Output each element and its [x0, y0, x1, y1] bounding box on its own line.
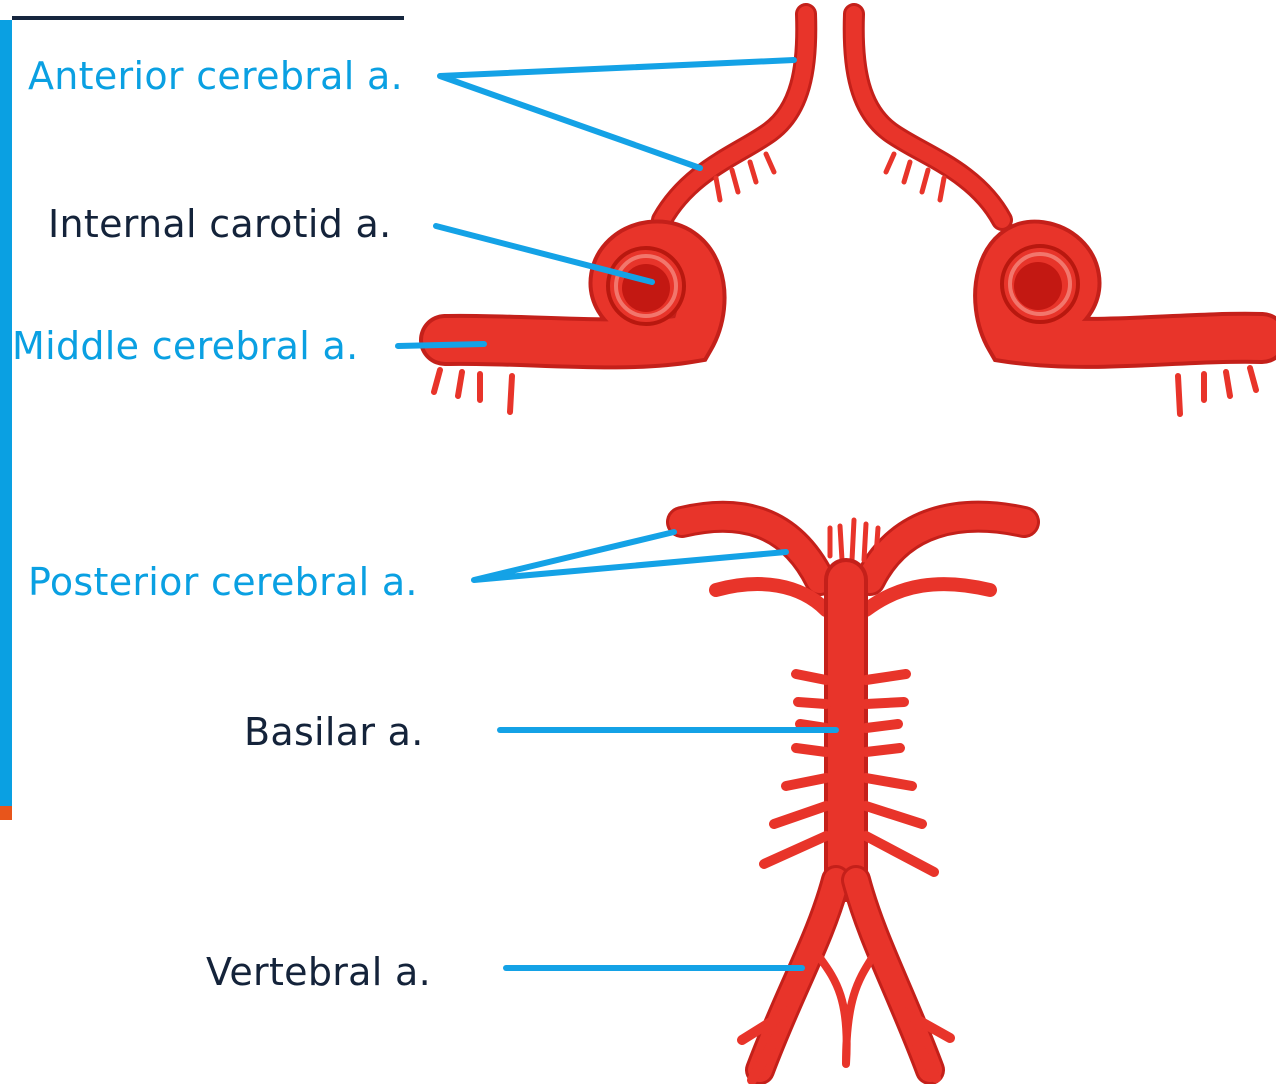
label-posterior-cerebral: Posterior cerebral a.: [28, 560, 418, 604]
right-anterior-cerebral-artery: [854, 14, 1002, 220]
middle-cerebral-leader: [398, 344, 484, 346]
label-vertebral: Vertebral a.: [206, 950, 431, 994]
vertebral-arteries: [742, 880, 950, 1080]
label-internal-carotid: Internal carotid a.: [48, 202, 391, 246]
posterior-cerebral-leader: [474, 532, 786, 580]
label-middle-cerebral: Middle cerebral a.: [12, 324, 358, 368]
label-anterior-cerebral: Anterior cerebral a.: [28, 54, 403, 98]
label-basilar: Basilar a.: [244, 710, 424, 754]
right-internal-carotid-artery: [1002, 246, 1078, 322]
left-internal-carotid-artery: [608, 248, 684, 324]
left-anterior-cerebral-artery: [662, 14, 806, 220]
